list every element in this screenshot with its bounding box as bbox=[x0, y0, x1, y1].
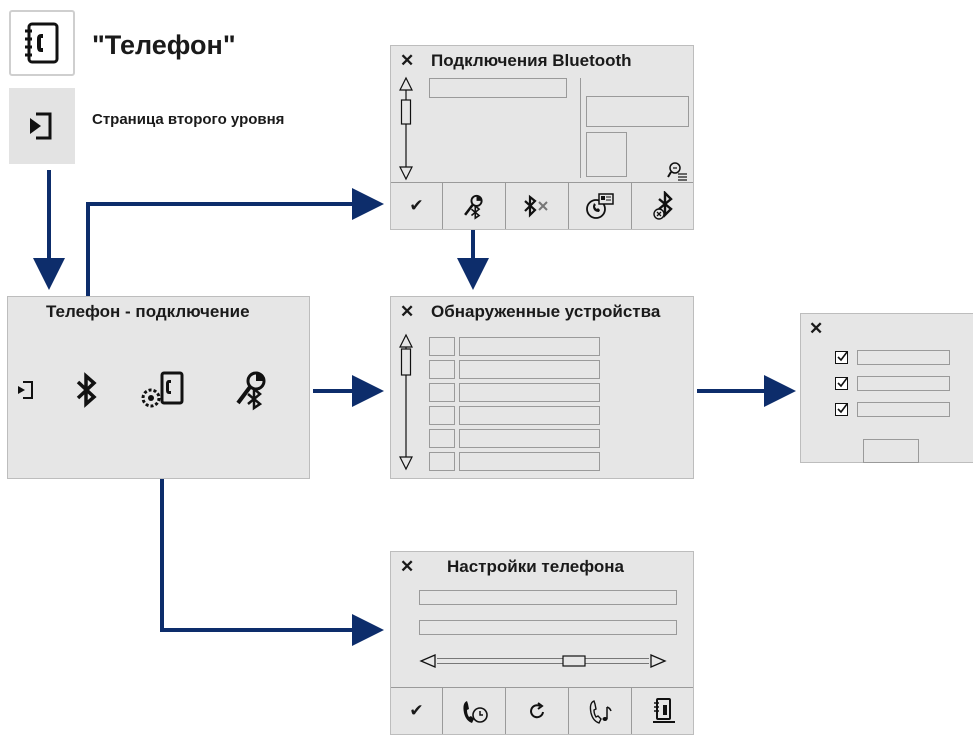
list-item[interactable] bbox=[459, 452, 600, 471]
divider bbox=[580, 78, 581, 178]
settings-panel-title: Настройки телефона bbox=[447, 557, 624, 576]
discovered-panel-title: Обнаруженные устройства bbox=[431, 302, 661, 321]
page-subtitle: Страница второго уровня bbox=[92, 111, 285, 128]
phonebook-download-button[interactable] bbox=[631, 688, 695, 734]
search-device-button[interactable] bbox=[442, 183, 505, 229]
details-icon[interactable] bbox=[667, 160, 689, 182]
refresh-button[interactable] bbox=[505, 688, 568, 734]
checkbox-icon[interactable] bbox=[835, 351, 848, 364]
list-item[interactable] bbox=[459, 360, 600, 379]
list-item-icon[interactable] bbox=[429, 406, 455, 425]
check-icon: ✔ bbox=[409, 701, 424, 720]
scrollbar[interactable] bbox=[399, 333, 413, 471]
check-icon: ✔ bbox=[409, 196, 424, 215]
phonebook-download-icon bbox=[652, 698, 675, 723]
arrow-settings-to-phone-settings bbox=[160, 420, 384, 646]
bluetooth-icon[interactable] bbox=[72, 371, 102, 409]
discovered-devices-panel: ✕ Обнаруженные устройства bbox=[390, 296, 694, 479]
phone-settings-panel: ✕ Настройки телефона ✔ bbox=[390, 551, 694, 735]
confirm-button[interactable]: ✔ bbox=[391, 688, 442, 734]
close-icon[interactable]: ✕ bbox=[400, 302, 415, 321]
list-item-icon[interactable] bbox=[429, 360, 455, 379]
list-item[interactable] bbox=[459, 429, 600, 448]
close-icon[interactable]: ✕ bbox=[400, 51, 415, 70]
search-device-icon[interactable] bbox=[230, 367, 274, 411]
refresh-icon bbox=[530, 702, 544, 719]
phonebook-icon bbox=[9, 10, 75, 76]
list-item-icon[interactable] bbox=[429, 429, 455, 448]
scrollbar[interactable] bbox=[399, 76, 413, 181]
bluetooth-remove-button[interactable] bbox=[631, 183, 695, 229]
list-item-icon[interactable] bbox=[429, 383, 455, 402]
connection-panel: Телефон - подключение bbox=[7, 296, 310, 479]
bluetooth-connections-panel: ✕ Подключения Bluetooth ✔ bbox=[390, 45, 694, 230]
confirm-button[interactable]: ✔ bbox=[391, 183, 442, 229]
list-item[interactable] bbox=[459, 406, 600, 425]
bluetooth-remove-icon bbox=[652, 191, 673, 220]
settings-field-1[interactable] bbox=[419, 590, 677, 605]
checkbox-icon[interactable] bbox=[835, 377, 848, 390]
ringtone-button[interactable] bbox=[568, 688, 631, 734]
ok-button[interactable] bbox=[863, 439, 919, 463]
settings-field-2[interactable] bbox=[419, 620, 677, 635]
list-item[interactable] bbox=[459, 337, 600, 356]
list-item[interactable] bbox=[459, 383, 600, 402]
phone-settings-icon[interactable] bbox=[138, 367, 188, 413]
option-field[interactable] bbox=[857, 376, 950, 391]
page-title: "Телефон" bbox=[92, 30, 236, 60]
bluetooth-disconnect-icon bbox=[524, 194, 548, 218]
ringtone-icon bbox=[589, 700, 612, 724]
call-history-icon bbox=[463, 701, 488, 723]
exit-icon[interactable] bbox=[14, 379, 36, 401]
list-item-icon[interactable] bbox=[429, 337, 455, 356]
device-list bbox=[429, 337, 601, 471]
device-options-panel: ✕ bbox=[800, 313, 973, 463]
device-image bbox=[586, 132, 627, 177]
checkbox-icon[interactable] bbox=[835, 403, 848, 416]
list-item-icon[interactable] bbox=[429, 452, 455, 471]
call-history-button[interactable] bbox=[442, 688, 505, 734]
option-field[interactable] bbox=[857, 402, 950, 417]
bluetooth-disconnect-button[interactable] bbox=[505, 183, 568, 229]
phone-card-button[interactable] bbox=[568, 183, 631, 229]
close-icon[interactable]: ✕ bbox=[400, 557, 415, 576]
device-info-field bbox=[586, 96, 689, 127]
bluetooth-panel-title: Подключения Bluetooth bbox=[431, 51, 632, 70]
connection-panel-title: Телефон - подключение bbox=[46, 302, 250, 321]
bluetooth-toolbar: ✔ bbox=[391, 182, 693, 229]
phone-card-icon bbox=[586, 193, 614, 219]
volume-slider[interactable] bbox=[419, 652, 679, 670]
close-icon[interactable]: ✕ bbox=[809, 319, 824, 338]
device-name-field[interactable] bbox=[429, 78, 567, 98]
search-device-icon bbox=[464, 194, 483, 220]
option-field[interactable] bbox=[857, 350, 950, 365]
enter-submenu-icon bbox=[9, 88, 75, 164]
settings-toolbar: ✔ bbox=[391, 687, 693, 734]
